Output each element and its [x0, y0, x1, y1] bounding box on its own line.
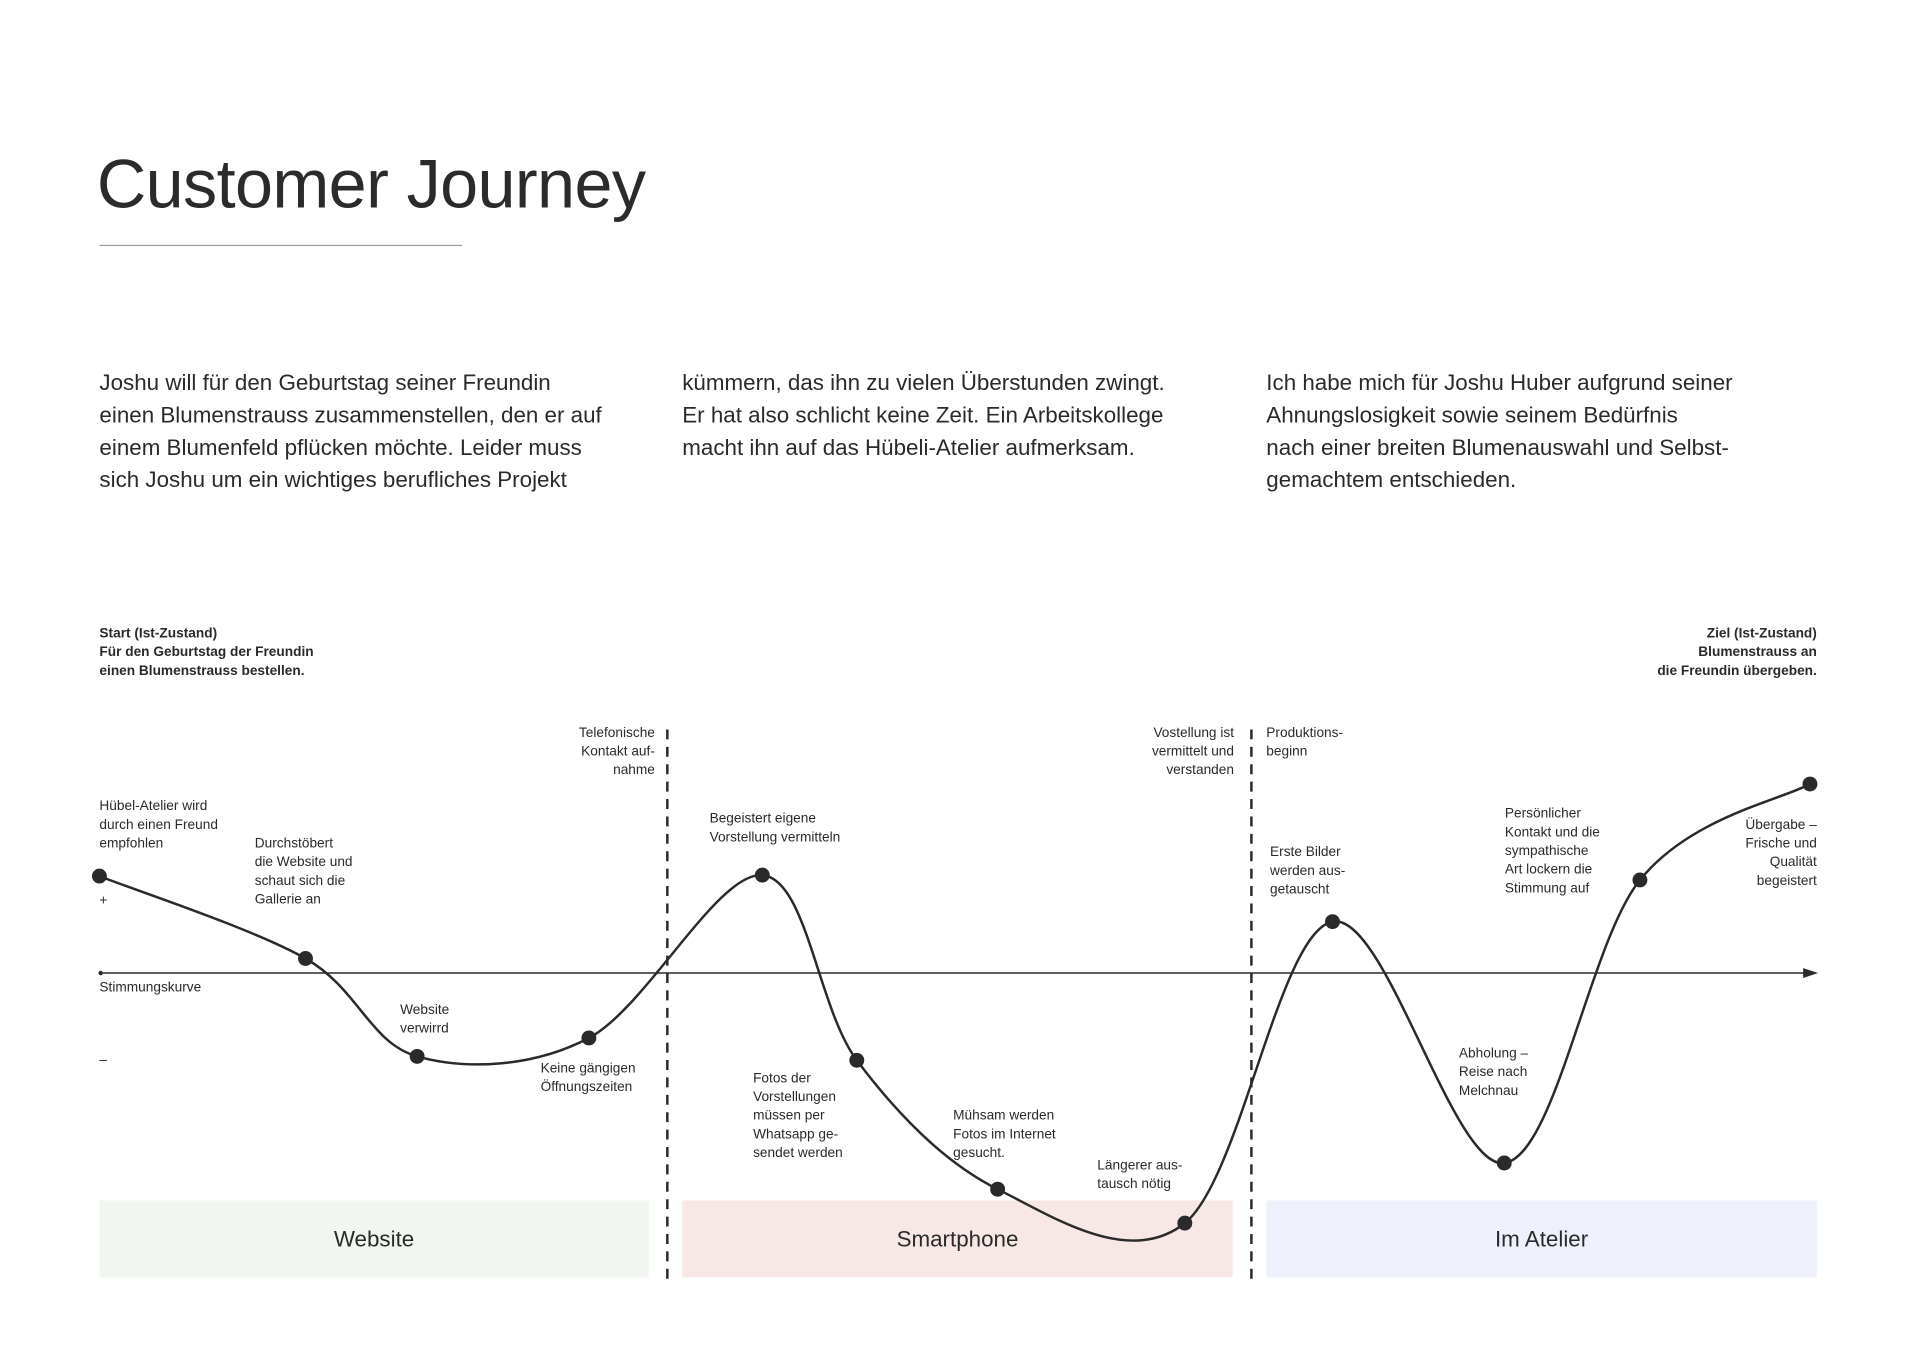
- journey-point-2: [298, 951, 313, 966]
- journey-point-10: [1496, 1155, 1512, 1171]
- axis-arrow-icon: [1803, 968, 1819, 979]
- plus-label: +: [99, 893, 108, 909]
- intro-paragraph-3: Ich habe mich für Joshu Huber aufgrund s…: [1266, 370, 1733, 493]
- intro-paragraph-1: Joshu will für den Geburtstag seiner Fre…: [99, 370, 602, 493]
- point-label-8: Längerer aus- tausch nötig: [1097, 1158, 1183, 1192]
- journey-point-1: [91, 868, 107, 884]
- journey-point-12: [1802, 776, 1818, 792]
- journey-point-9: [1325, 914, 1340, 930]
- journey-point-4: [581, 1030, 597, 1046]
- point-label-11: Persönlicher Kontakt und die sympathisch…: [1504, 806, 1600, 896]
- milestone-2-label: Vostellung ist vermittelt und verstanden: [1151, 725, 1235, 778]
- point-label-2: Durchstöbert die Website und schaut sich…: [254, 836, 353, 908]
- journey-point-7: [990, 1181, 1006, 1197]
- page-title: Customer Journey: [96, 145, 646, 223]
- goal-label: Ziel (Ist-Zustand) Blumenstrauss an die …: [1657, 626, 1817, 679]
- point-label-10: Abholung – Reise nach Melchnau: [1458, 1046, 1529, 1099]
- point-label-5: Begeistert eigene Vorstellung vermitteln: [709, 811, 841, 846]
- point-label-7: Mühsam werden Fotos im Internet gesucht.: [953, 1108, 1056, 1161]
- phase-atelier: Im Atelier: [1266, 1200, 1817, 1278]
- axis-origin-dot: [98, 970, 103, 976]
- phase-smartphone: Smartphone: [682, 1200, 1233, 1278]
- journey-point-5: [754, 867, 770, 883]
- journey-point-3: [409, 1048, 425, 1064]
- journey-point-8: [1177, 1215, 1193, 1231]
- point-label-1: Hübel-Atelier wird durch einen Freund em…: [99, 799, 218, 852]
- axis-label: Stimmungskurve: [99, 980, 202, 996]
- journey-point-6: [849, 1052, 865, 1068]
- point-label-9: Erste Bilder werden aus- getauscht: [1270, 845, 1346, 898]
- milestone-2-after-label: Produktions- beginn: [1266, 725, 1344, 760]
- minus-label: –: [99, 1052, 108, 1068]
- point-label-4: Keine gängigen Öffnungszeiten: [540, 1061, 636, 1095]
- journey-point-11: [1632, 872, 1648, 888]
- point-label-6: Fotos der Vorstellungen müssen per Whats…: [753, 1071, 843, 1161]
- milestone-1-label: Telefonische Kontakt auf- nahme: [578, 725, 655, 778]
- point-label-3: Website verwirrd: [400, 1002, 450, 1037]
- title-divider: [99, 244, 463, 247]
- intro-paragraph-2: kümmern, das ihn zu vielen Überstunden z…: [682, 370, 1165, 460]
- start-label: Start (Ist-Zustand) Für den Geburtstag d…: [99, 626, 314, 679]
- phase-website: Website: [99, 1200, 649, 1278]
- point-label-12: Übergabe – Frische und Qualität begeiste…: [1745, 817, 1817, 889]
